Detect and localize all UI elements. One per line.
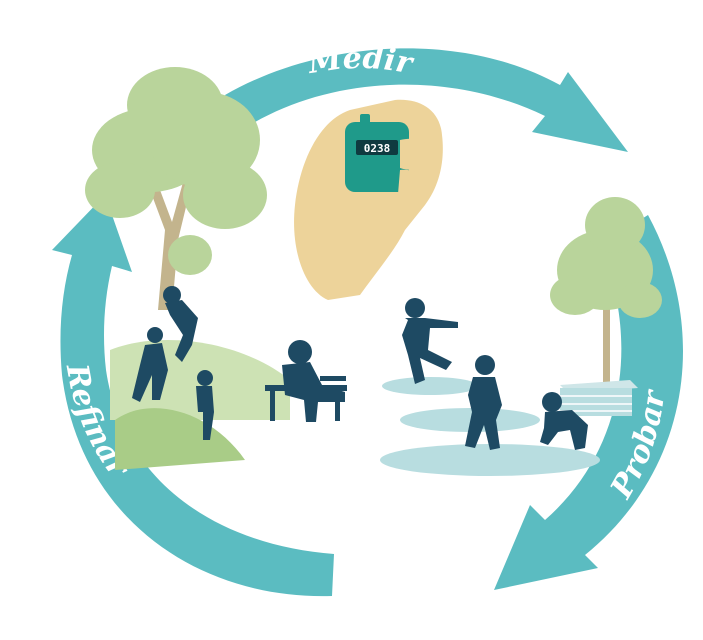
adult-on-bench [265, 340, 347, 422]
hand-with-counter: 0238 [294, 99, 443, 301]
play-pad-3 [380, 444, 600, 476]
left-tree [85, 67, 267, 310]
arrow-medir [225, 48, 628, 152]
play-pad-1 [382, 377, 478, 395]
arrow-refinar [52, 195, 334, 597]
people-silhouettes [132, 286, 588, 450]
child-standing-left [196, 370, 214, 440]
park-bench [265, 385, 347, 391]
right-tree [550, 197, 662, 385]
play-pad-2 [400, 408, 540, 432]
left-park-scene [85, 67, 290, 470]
child-jumping-left [163, 286, 198, 362]
medir-label: Medir [305, 41, 417, 82]
counter-display [356, 140, 398, 155]
tally-counter: 0238 [345, 114, 409, 192]
child-crouching [540, 392, 588, 450]
child-climbing [132, 327, 168, 402]
grass-hill-front [115, 408, 245, 470]
child-leaping [402, 298, 458, 384]
child-walking [465, 355, 502, 450]
counter-reading: 0238 [364, 142, 391, 155]
